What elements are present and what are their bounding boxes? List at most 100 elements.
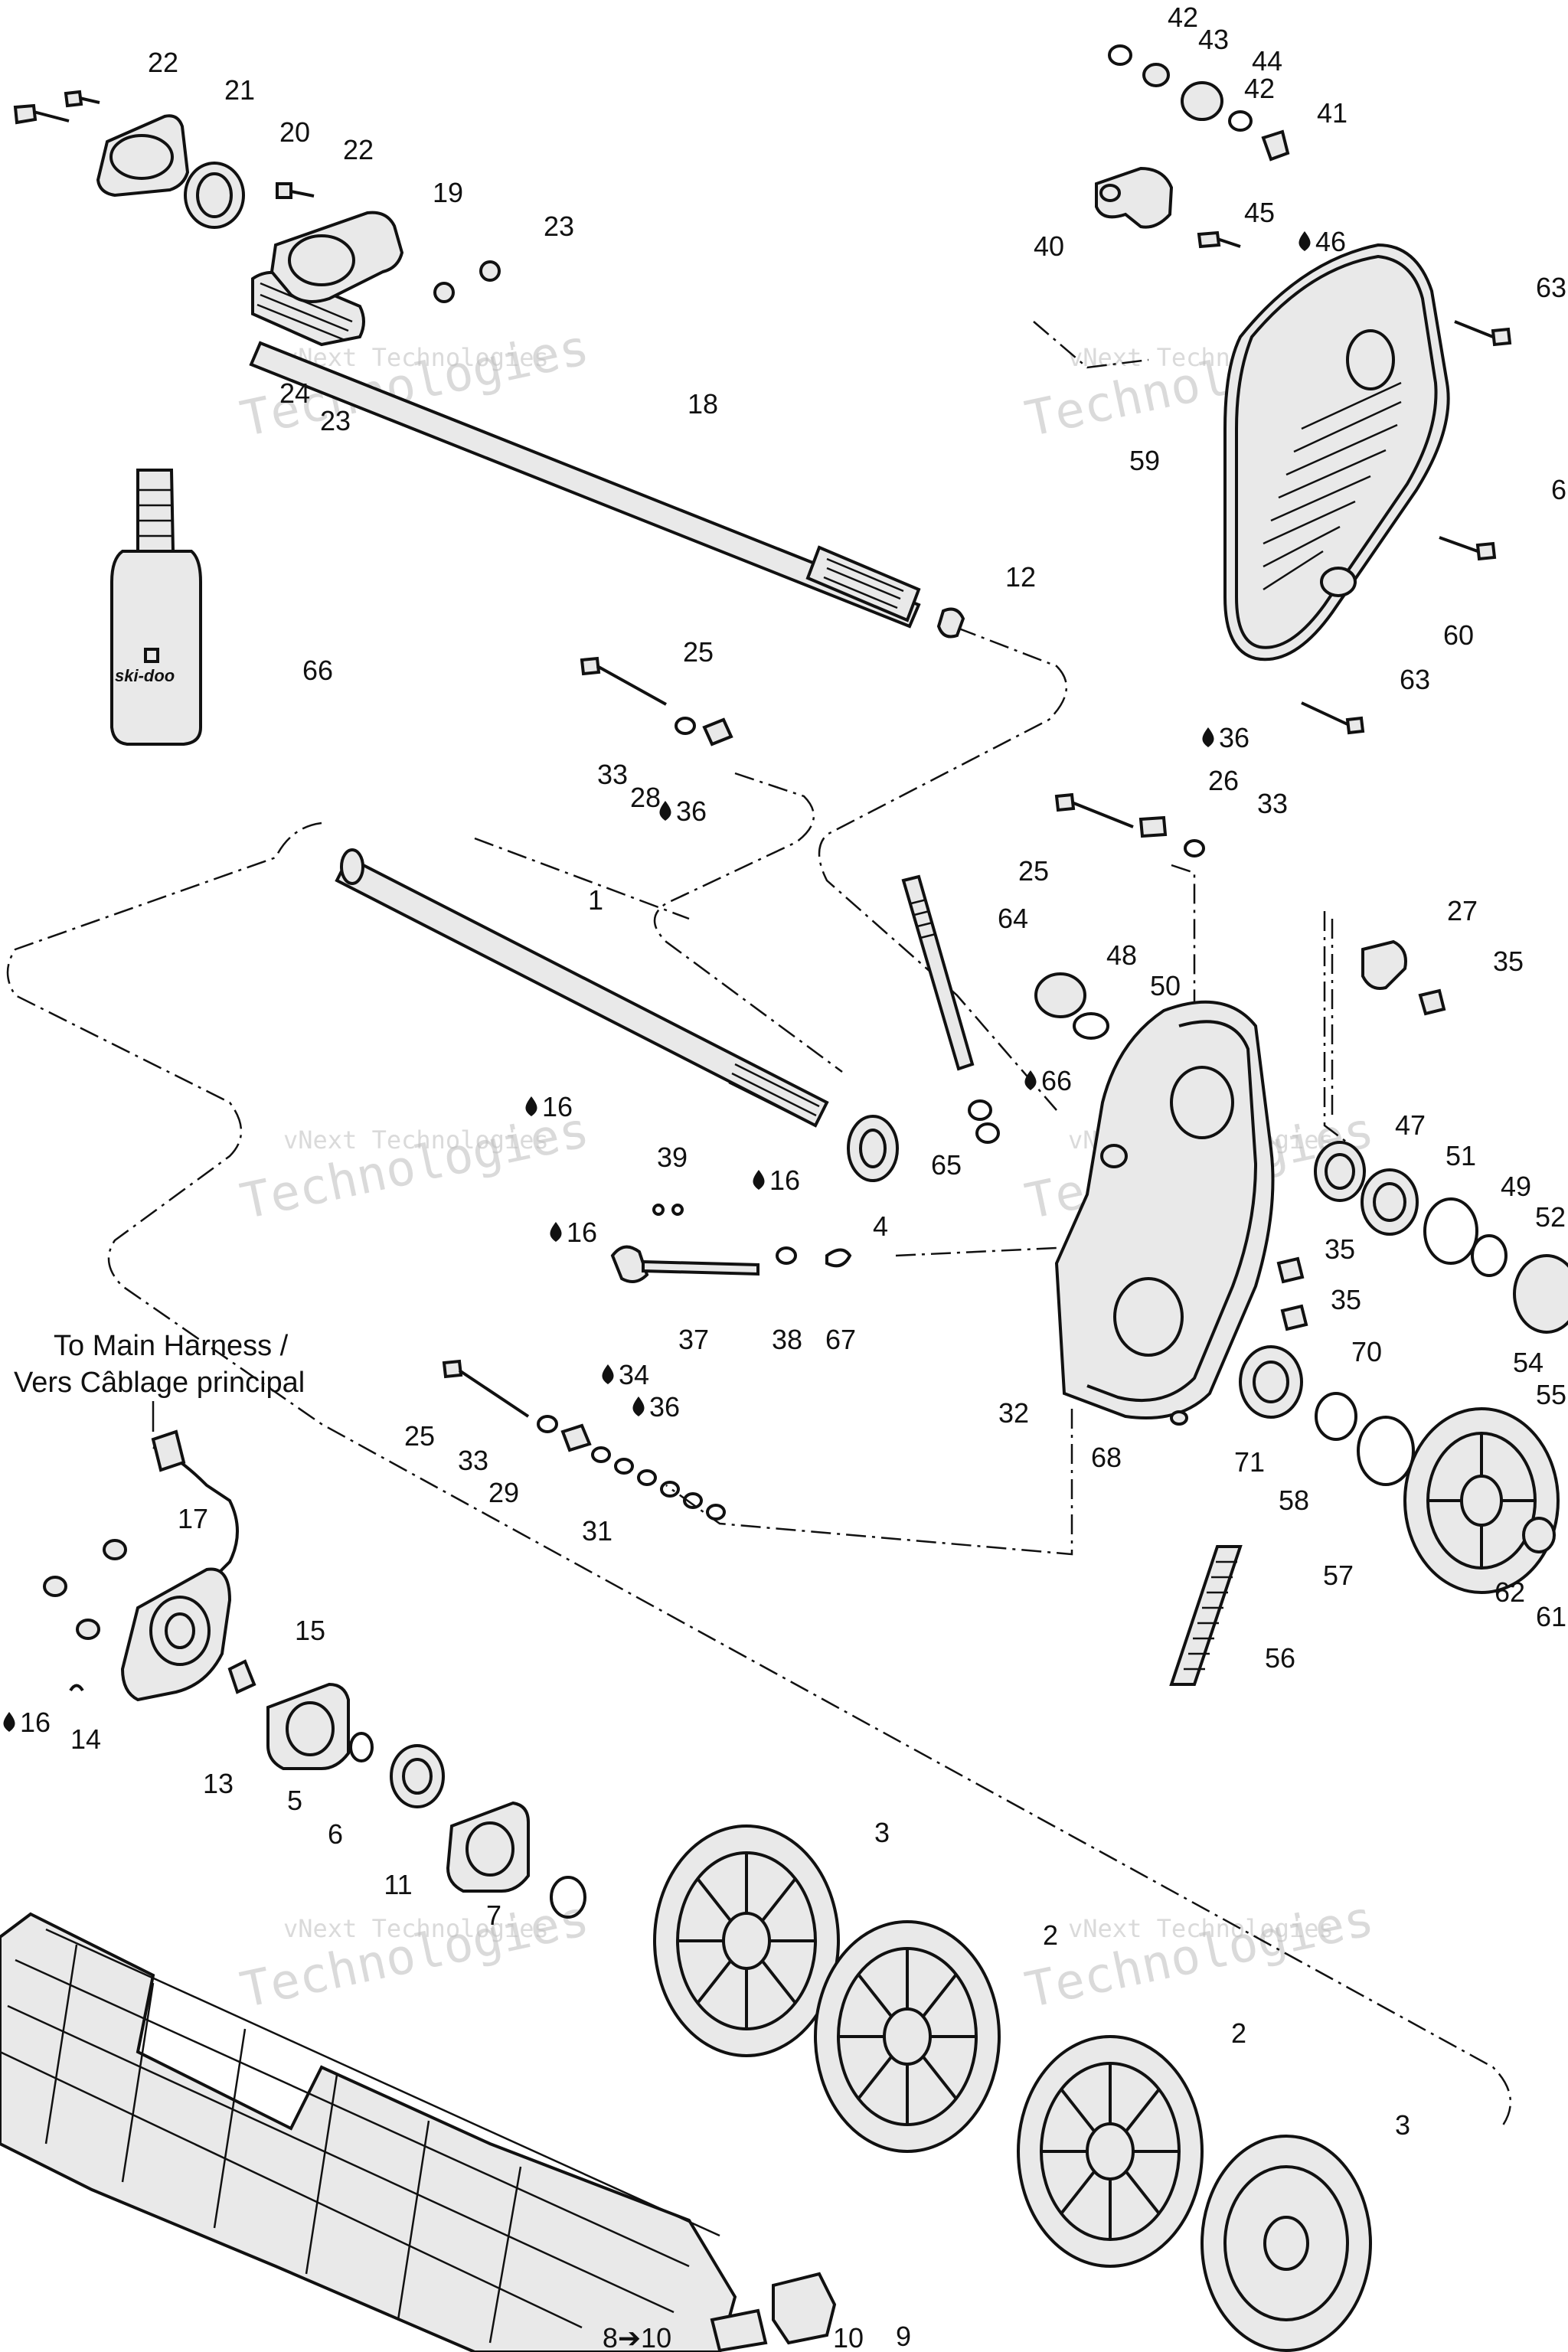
- callout-c11: 11: [384, 1869, 412, 1900]
- callout-c3a: 3: [874, 1817, 890, 1848]
- callout-c66b: 66: [1024, 1065, 1072, 1096]
- callout-number: 16: [567, 1217, 597, 1248]
- callout-c19: 19: [433, 177, 463, 208]
- callout-c26: 26: [1208, 765, 1239, 796]
- callout-number: 29: [488, 1477, 519, 1508]
- callout-number: 51: [1446, 1140, 1476, 1171]
- callout-number: 64: [998, 903, 1028, 934]
- callout-number: 33: [1257, 788, 1288, 819]
- oil-bottle-66: ski-doo: [110, 469, 202, 746]
- callout-number: 18: [688, 388, 718, 420]
- callout-number: 33: [597, 759, 628, 790]
- callout-number: 56: [1265, 1642, 1295, 1674]
- nut-35a: [1418, 988, 1446, 1016]
- sprocket-54: [1513, 1254, 1568, 1334]
- callout-c40: 40: [1034, 230, 1064, 262]
- callout-c45: 45: [1244, 197, 1275, 228]
- clip-10: [710, 2308, 768, 2352]
- callout-number: 25: [1018, 855, 1049, 887]
- callout-number: 21: [224, 74, 255, 106]
- tensioner-hardware: [610, 874, 1109, 1283]
- track-8: [0, 1912, 837, 2352]
- callout-number: 4: [873, 1210, 888, 1242]
- oil-drop-icon: [753, 1170, 765, 1190]
- callout-c66a: 66: [302, 655, 333, 686]
- callout-number: 42: [1168, 2, 1198, 33]
- callout-number: 23: [544, 211, 574, 242]
- callout-c9: 9: [896, 2321, 911, 2352]
- oil-drop-icon: [602, 1364, 614, 1384]
- callout-number: 13: [203, 1768, 234, 1799]
- callout-c16a: 16: [525, 1091, 573, 1122]
- callout-c60: 60: [1443, 619, 1474, 651]
- callout-c31: 31: [582, 1515, 612, 1547]
- callout-c25a: 25: [683, 636, 714, 668]
- callout-c62: 62: [1494, 1576, 1525, 1608]
- callout-number: 23: [320, 405, 351, 436]
- callout-number: 52: [1535, 1201, 1566, 1233]
- nut-17b: [43, 1576, 67, 1597]
- watermark-text: Technologies: [236, 1890, 594, 2020]
- callout-c44: 44: [1252, 45, 1282, 77]
- callout-number: 8➔10: [603, 2322, 671, 2352]
- callout-number: 20: [279, 116, 310, 148]
- washer-42b: [1228, 110, 1253, 132]
- bearing-44: [1181, 81, 1223, 121]
- callout-number: 27: [1447, 895, 1478, 926]
- watermark-text: vNext Technologies: [283, 1125, 549, 1155]
- nut-17a: [103, 1539, 127, 1560]
- callout-number: 50: [1150, 970, 1181, 1001]
- callout-c58: 58: [1279, 1485, 1309, 1516]
- callout-number: 36: [1219, 722, 1250, 753]
- bolt-hardware: [442, 656, 1205, 1521]
- callout-number: 46: [1315, 226, 1346, 257]
- callout-number: 9: [896, 2321, 911, 2352]
- callout-c25b: 25: [1018, 855, 1049, 887]
- circlip-49: [1423, 1197, 1478, 1265]
- callout-number: 68: [1091, 1442, 1122, 1473]
- watermark-text: vNext Technologies: [1068, 1914, 1334, 1943]
- callout-c39: 39: [657, 1142, 688, 1173]
- callout-c59: 59: [1129, 445, 1160, 476]
- callout-number: 63: [1400, 664, 1430, 695]
- watermark-text: vNext Technologies: [283, 1914, 549, 1943]
- callout-c70: 70: [1351, 1336, 1382, 1367]
- harness-note: To Main Harness / Vers Câblage principal: [14, 1330, 305, 1432]
- bushing-48: [1034, 972, 1086, 1018]
- callout-number: 62: [1494, 1576, 1525, 1608]
- seal-4: [847, 1115, 899, 1182]
- callout-c21: 21: [224, 74, 255, 106]
- callout-number: 60: [1443, 619, 1474, 651]
- callout-c14: 14: [70, 1723, 101, 1755]
- callout-number: 59: [1129, 445, 1160, 476]
- callout-number: 35: [1331, 1284, 1361, 1315]
- callout-c3b: 3: [1395, 2109, 1410, 2141]
- callout-number: 66: [1041, 1065, 1072, 1096]
- callout-number: 6: [1551, 474, 1566, 505]
- callout-number: 28: [630, 782, 661, 813]
- spacer-52: [1471, 1234, 1508, 1277]
- callout-c24: 24: [279, 377, 310, 409]
- callout-number: 55: [1536, 1379, 1566, 1410]
- oil-drop-icon: [550, 1222, 562, 1242]
- tensioner-27: [1361, 939, 1407, 990]
- drive-axle-assembly: [335, 848, 899, 1182]
- watermark-text: Technologies: [1021, 1890, 1379, 2020]
- callout-c36c: 36: [632, 1391, 680, 1423]
- callout-c41: 41: [1317, 97, 1348, 129]
- callout-number: 31: [582, 1515, 612, 1547]
- bearing-flange-21: [96, 114, 190, 198]
- bearing-51: [1361, 1168, 1419, 1236]
- callout-c33c: 33: [458, 1445, 488, 1476]
- chain-56: [1169, 1545, 1243, 1686]
- nut-35c: [1280, 1304, 1308, 1331]
- callout-c33b: 33: [1257, 788, 1288, 819]
- bearing-70: [1239, 1345, 1303, 1419]
- spacer-41: [1261, 129, 1290, 162]
- callout-c50: 50: [1150, 970, 1181, 1001]
- track-sprockets: [653, 1824, 1372, 2352]
- oil-drop-icon: [632, 1396, 645, 1416]
- callout-number: 61: [1536, 1601, 1566, 1632]
- callout-number: 3: [874, 1817, 890, 1848]
